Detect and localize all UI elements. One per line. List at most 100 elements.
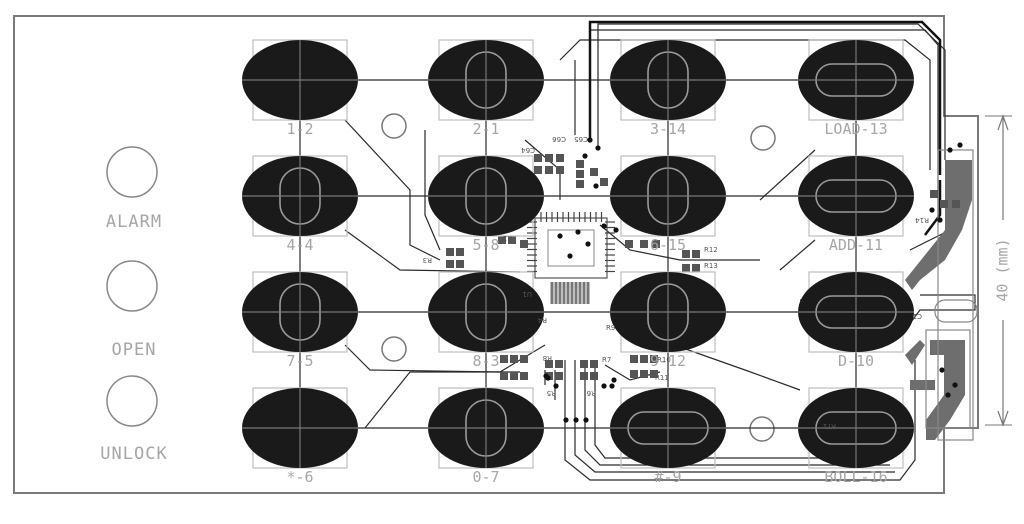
smd-pad bbox=[652, 240, 660, 248]
smd-pad bbox=[640, 370, 648, 378]
component-label: R5 bbox=[547, 389, 556, 397]
smd-pad bbox=[952, 200, 960, 208]
smd-pad bbox=[510, 355, 518, 363]
key-label: #-9 bbox=[654, 468, 681, 486]
key-label: 2-1 bbox=[472, 120, 499, 138]
component-label: R3 bbox=[423, 256, 432, 264]
component-label: R7 bbox=[602, 356, 611, 364]
key-9-12: 9-12 bbox=[610, 271, 726, 370]
key-label: 8-3 bbox=[472, 352, 499, 370]
unlock-button-circle bbox=[106, 375, 158, 427]
smd-pad bbox=[508, 236, 516, 244]
via bbox=[611, 377, 617, 383]
key-label: 6-15 bbox=[650, 236, 686, 254]
via bbox=[573, 417, 579, 423]
dimension-label: 40 (mm) bbox=[994, 238, 1012, 301]
ic-chip bbox=[527, 212, 615, 304]
component-label: R13 bbox=[704, 262, 718, 270]
smd-pad bbox=[545, 154, 553, 162]
smd-pad bbox=[500, 372, 508, 380]
via bbox=[595, 145, 601, 151]
key-label: 3-14 bbox=[650, 120, 686, 138]
via bbox=[609, 383, 615, 389]
key-1-2: 1-2 bbox=[242, 39, 358, 138]
dimension-indicator: 40 (mm) bbox=[985, 114, 1012, 427]
smd-pad bbox=[498, 236, 506, 244]
vias bbox=[543, 137, 963, 423]
via bbox=[957, 142, 963, 148]
via bbox=[583, 417, 589, 423]
via bbox=[945, 392, 951, 398]
key-#-9: #-9 bbox=[610, 387, 726, 486]
via bbox=[601, 383, 607, 389]
alarm-label: ALARM bbox=[106, 212, 162, 232]
smd-pad bbox=[640, 355, 648, 363]
smd-pad bbox=[456, 248, 464, 256]
via bbox=[582, 153, 588, 159]
key-label: *-6 bbox=[286, 468, 313, 486]
key-6-15: 6-15 bbox=[610, 155, 726, 254]
via bbox=[567, 253, 573, 259]
key-0-7: 0-7 bbox=[428, 387, 544, 486]
mounting-holes bbox=[381, 113, 776, 442]
smd-pad bbox=[510, 372, 518, 380]
smd-pad bbox=[555, 360, 563, 368]
component-label: C64 bbox=[521, 146, 535, 154]
key-label: 5-8 bbox=[472, 236, 499, 254]
copper-fill bbox=[905, 160, 972, 440]
via bbox=[585, 241, 591, 247]
key-D-10: D-10 bbox=[798, 271, 914, 370]
smd-pad bbox=[534, 154, 542, 162]
via bbox=[563, 417, 569, 423]
component-label: R2 bbox=[503, 234, 512, 242]
smd-pad bbox=[555, 372, 563, 380]
smd-pad bbox=[625, 240, 633, 248]
via bbox=[587, 137, 593, 143]
key-label: 9-12 bbox=[650, 352, 686, 370]
component-label: U1 bbox=[522, 290, 532, 298]
bold-traces bbox=[588, 20, 942, 236]
via bbox=[947, 147, 953, 153]
open-label: OPEN bbox=[112, 340, 157, 360]
smd-pad bbox=[576, 160, 584, 168]
smd-pad bbox=[940, 200, 948, 208]
smd-pad bbox=[650, 355, 658, 363]
key-label: 4-4 bbox=[286, 236, 313, 254]
via bbox=[557, 233, 563, 239]
smd-pad bbox=[545, 166, 553, 174]
smd-pad bbox=[590, 360, 598, 368]
key-8-3: 8-3 bbox=[428, 271, 544, 370]
side-buttons: ALARM OPEN UNLOCK bbox=[100, 146, 167, 464]
via bbox=[575, 229, 581, 235]
component-label: R11 bbox=[655, 374, 669, 382]
smd-pad bbox=[682, 250, 690, 258]
smd-pad bbox=[580, 372, 588, 380]
key-label: LOAD-13 bbox=[824, 120, 887, 138]
component-label: R14 bbox=[915, 216, 929, 224]
key-3-14: 3-14 bbox=[610, 39, 726, 138]
key-label: 7-5 bbox=[286, 352, 313, 370]
smd-pad bbox=[556, 166, 564, 174]
key-*-6: *-6 bbox=[242, 387, 358, 486]
smd-pad bbox=[682, 264, 690, 272]
key-4-4: 4-4 bbox=[242, 155, 358, 254]
component-label: R4 bbox=[537, 316, 547, 324]
via bbox=[939, 367, 945, 373]
smd-pad bbox=[576, 170, 584, 178]
smd-pad bbox=[534, 166, 542, 174]
smd-pad bbox=[692, 250, 700, 258]
component-label: R6 bbox=[586, 389, 596, 397]
key-LOAD-13: LOAD-13 bbox=[798, 39, 914, 138]
alarm-button-circle bbox=[106, 146, 158, 198]
key-label: ADD-11 bbox=[829, 236, 883, 254]
smd-pad bbox=[692, 264, 700, 272]
smd-pad bbox=[580, 360, 588, 368]
smd-pad bbox=[590, 168, 598, 176]
unlock-label: UNLOCK bbox=[100, 444, 167, 464]
via bbox=[601, 223, 607, 229]
via bbox=[545, 375, 551, 381]
smd-pad bbox=[630, 370, 638, 378]
smd-pad bbox=[600, 178, 608, 186]
unlock-button: UNLOCK bbox=[100, 375, 167, 464]
